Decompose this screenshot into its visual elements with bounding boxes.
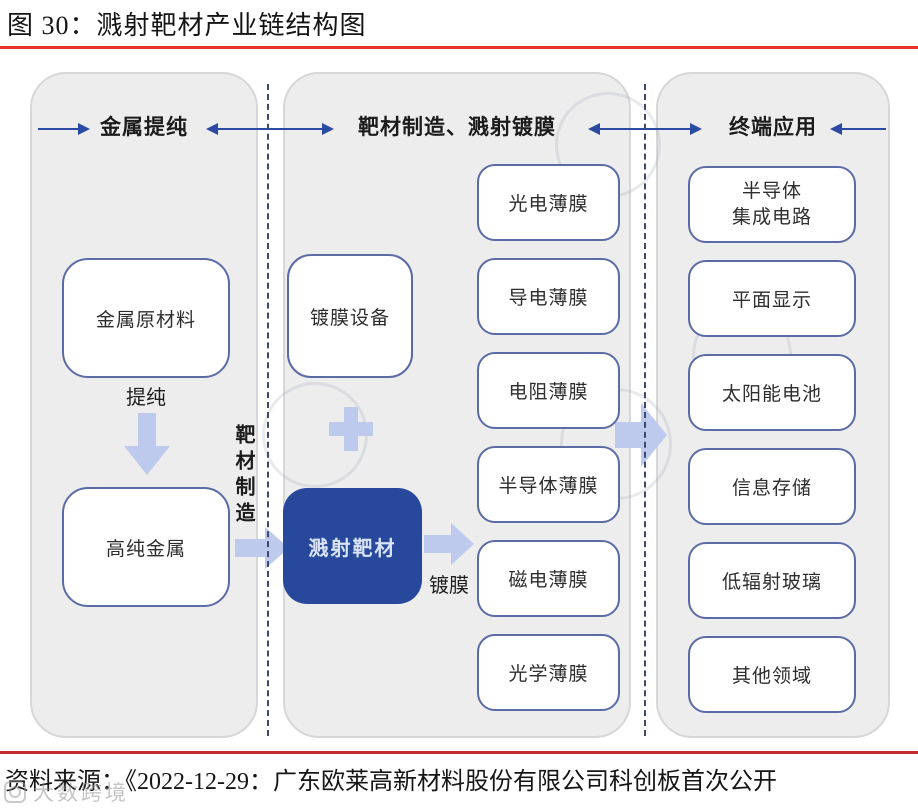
label-target-manufacturing-vertical: 靶材制造 (232, 424, 254, 528)
source-rule (0, 751, 918, 754)
node-high-purity-metal: 高纯金属 (62, 487, 230, 607)
arrow-line (38, 127, 78, 130)
node-app-information-storage: 信息存储 (688, 448, 856, 525)
node-app-flat-display: 平面显示 (688, 260, 856, 337)
label-purify: 提纯 (126, 387, 166, 409)
arrow-double-icon (206, 122, 334, 135)
watermark-footer: 大数跨境 (4, 777, 129, 807)
arrow-right-icon (38, 122, 90, 135)
node-app-semiconductor-ic: 半导体 集成电路 (688, 166, 856, 243)
block-arrow-right-icon (424, 523, 474, 565)
node-raw-metal-material: 金属原材料 (62, 258, 230, 378)
arrowhead-left (830, 122, 842, 135)
node-film-optical: 光学薄膜 (477, 634, 620, 711)
arrowhead-right (690, 122, 702, 135)
node-film-conductive: 导电薄膜 (477, 258, 620, 335)
arrowhead-left (206, 122, 218, 135)
node-coating-equipment: 镀膜设备 (287, 254, 413, 378)
source-text: 资料来源：《2022-12-29：广东欧莱高新材料股份有限公司科创板首次公开 (5, 769, 777, 795)
panel-metal-purification (30, 72, 258, 738)
header-metal-purification: 金属提纯 (100, 115, 188, 139)
node-app-solar-cell: 太阳能电池 (688, 354, 856, 431)
node-app-low-e-glass: 低辐射玻璃 (688, 542, 856, 619)
header-end-applications: 终端应用 (729, 115, 817, 139)
arrowhead-right (78, 122, 90, 135)
plus-icon (329, 407, 373, 451)
arrow-line (842, 127, 886, 130)
figure-title: 图 30：溅射靶材产业链结构图 (7, 11, 367, 40)
node-film-magnetoelectric: 磁电薄膜 (477, 540, 620, 617)
block-arrow-right-big-icon (615, 403, 667, 467)
arrow-line (218, 127, 322, 130)
node-sputtering-target: 溅射靶材 (283, 488, 422, 604)
watermark-logo-icon (4, 781, 26, 803)
block-arrow-right-icon (235, 527, 289, 569)
node-film-resistive: 电阻薄膜 (477, 352, 620, 429)
arrowhead-left (588, 122, 600, 135)
dashed-divider-left (267, 84, 269, 736)
node-film-photoelectric: 光电薄膜 (477, 164, 620, 241)
label-coating: 镀膜 (429, 575, 469, 597)
block-arrow-down-icon (124, 413, 170, 475)
header-target-manufacturing: 靶材制造、溅射镀膜 (358, 115, 556, 139)
dashed-divider-right (644, 84, 646, 736)
arrowhead-right (322, 122, 334, 135)
node-film-semiconductor: 半导体薄膜 (477, 446, 620, 523)
arrow-left-icon (830, 122, 886, 135)
watermark-text: 大数跨境 (33, 781, 129, 805)
node-app-other-fields: 其他领域 (688, 636, 856, 713)
title-rule (0, 46, 918, 49)
